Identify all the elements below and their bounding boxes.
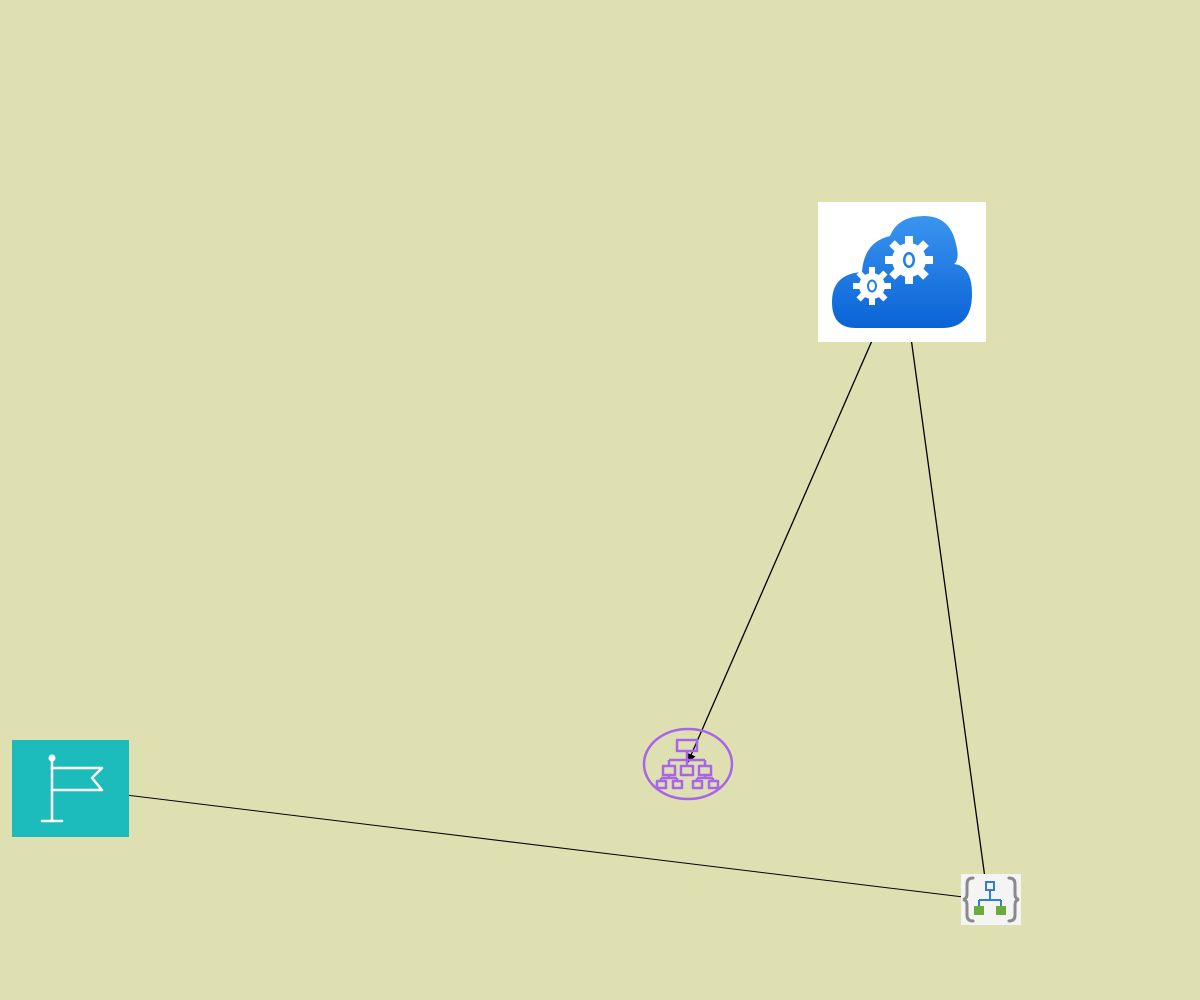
node-flag[interactable] (12, 740, 129, 837)
edge-flag-template[interactable] (67, 787, 989, 903)
template-braces-hierarchy-icon (962, 876, 1020, 923)
edge-cloud-template[interactable] (898, 271, 992, 901)
edge-cloud-hierarchy[interactable] (687, 271, 903, 763)
org-hierarchy-icon (642, 727, 734, 801)
node-template[interactable] (961, 874, 1021, 925)
cloud-gears-icon (832, 216, 972, 328)
node-hierarchy[interactable] (641, 726, 735, 802)
flag-icon (12, 740, 129, 837)
node-cloud-services[interactable] (818, 202, 986, 342)
